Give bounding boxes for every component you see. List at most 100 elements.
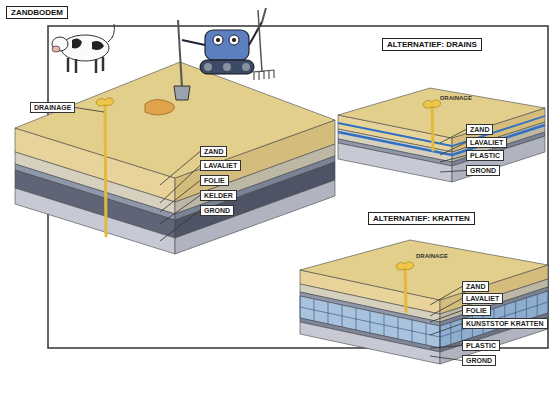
cow-leg — [67, 58, 70, 72]
layer-tag: FOLIE — [462, 305, 491, 316]
soil-block — [338, 88, 545, 182]
tag-text: LAVALIET — [466, 295, 499, 302]
robot-eye — [229, 35, 239, 45]
layer-left-face — [300, 322, 440, 364]
cow-head — [52, 37, 68, 51]
tag-text: FOLIE — [204, 177, 225, 184]
cow — [52, 24, 114, 73]
rake-head — [252, 70, 274, 80]
heading-box: ALTERNATIEF: DRAINS — [382, 38, 482, 51]
leader-line — [440, 130, 466, 144]
layer-tag: ZAND — [462, 281, 489, 292]
layer-right-face — [452, 136, 545, 182]
layer-tag: LAVALIET — [462, 293, 503, 304]
heading-text: ALTERNATIEF: DRAINS — [387, 40, 477, 49]
title-text: ZANDBODEM — [11, 8, 63, 17]
soil-block — [15, 62, 335, 254]
leader-line — [430, 346, 462, 349]
tag-text: ZAND — [466, 283, 485, 290]
tag-text: GROND — [466, 357, 492, 364]
robot-eye — [213, 35, 223, 45]
shovel-blade — [174, 86, 190, 100]
tag-text: FOLIE — [466, 307, 487, 314]
layer-tag: ZAND — [200, 146, 227, 157]
mud-puddle — [145, 99, 175, 115]
drainage-path — [432, 104, 433, 150]
leader-line — [440, 156, 466, 163]
layer-tag: KELDER — [200, 190, 237, 201]
layer-tag: DRAINAGE — [30, 102, 75, 113]
layer-tag: LAVALIET — [466, 137, 507, 148]
leader-line — [160, 152, 200, 186]
title-box: ZANDBODEM — [6, 6, 68, 19]
robot-pupil — [232, 38, 236, 42]
tag-text: LAVALIET — [470, 139, 503, 146]
tag-text: PLASTIC — [470, 152, 500, 159]
drain-pipe — [338, 116, 545, 146]
sand-surface — [15, 62, 335, 178]
layer-right-face — [175, 180, 335, 254]
water-puddle — [96, 98, 114, 106]
leader-line — [430, 287, 462, 306]
leader-line — [440, 171, 466, 173]
robot-track — [200, 60, 254, 74]
leader-line — [160, 166, 200, 204]
cow-spot — [92, 41, 104, 50]
tag-text: ZAND — [470, 126, 489, 133]
tag-text: ZAND — [204, 148, 223, 155]
cow-leg — [95, 59, 98, 73]
tag-text: LAVALIET — [204, 162, 237, 169]
robot-arm — [182, 40, 205, 45]
cow-leg — [75, 59, 78, 73]
rake-handle — [262, 8, 266, 22]
track-wheel — [242, 63, 250, 71]
layer-tag: PLASTIC — [466, 150, 504, 161]
tag-text: PLASTIC — [466, 342, 496, 349]
drainage-label: DRAINAGE — [416, 253, 448, 259]
layer-tag: GROND — [200, 205, 234, 216]
cow-spot — [72, 38, 82, 48]
leader-line — [430, 324, 462, 336]
drainage-path — [105, 102, 106, 236]
cow-leg — [102, 57, 105, 71]
layer-tag: GROND — [462, 355, 496, 366]
leader-lines — [75, 108, 466, 361]
water-puddle — [423, 100, 441, 108]
layer-tag: ZAND — [466, 124, 493, 135]
layer-tag: LAVALIET — [200, 160, 241, 171]
drainage-label: DRAINAGE — [440, 95, 472, 101]
sand-surface — [300, 240, 548, 300]
tag-text: GROND — [470, 167, 496, 174]
track-wheel — [204, 63, 212, 71]
robot — [174, 8, 274, 100]
robot-body — [205, 30, 249, 60]
layer-left-face — [338, 143, 452, 182]
sand-surface — [338, 88, 545, 138]
drainage-path — [405, 266, 406, 312]
track-wheel — [223, 63, 231, 71]
soil-block — [300, 240, 548, 364]
layer-tag: PLASTIC — [462, 340, 500, 351]
leader-line — [430, 299, 462, 317]
layer-tag: KUNSTSTOF KRATTEN — [462, 318, 548, 329]
cow-nose — [52, 46, 60, 52]
tag-text: GROND — [204, 207, 230, 214]
layer-tag: GROND — [466, 165, 500, 176]
soil-blocks — [15, 62, 548, 364]
tag-text: KELDER — [204, 192, 233, 199]
robot-pupil — [216, 38, 220, 42]
shovel-handle — [178, 20, 182, 88]
layer-tag: FOLIE — [200, 175, 229, 186]
heading-box: ALTERNATIEF: KRATTEN — [368, 212, 475, 225]
leader-line — [160, 211, 200, 242]
rake-handle — [258, 10, 262, 72]
layer-left-face — [15, 188, 175, 254]
heading-text: ALTERNATIEF: KRATTEN — [373, 214, 470, 223]
leader-line — [160, 181, 200, 213]
water-puddle — [396, 262, 414, 270]
leader-line — [440, 143, 466, 156]
tag-text: DRAINAGE — [34, 104, 71, 111]
leader-line — [160, 196, 200, 225]
leader-line — [75, 108, 104, 113]
